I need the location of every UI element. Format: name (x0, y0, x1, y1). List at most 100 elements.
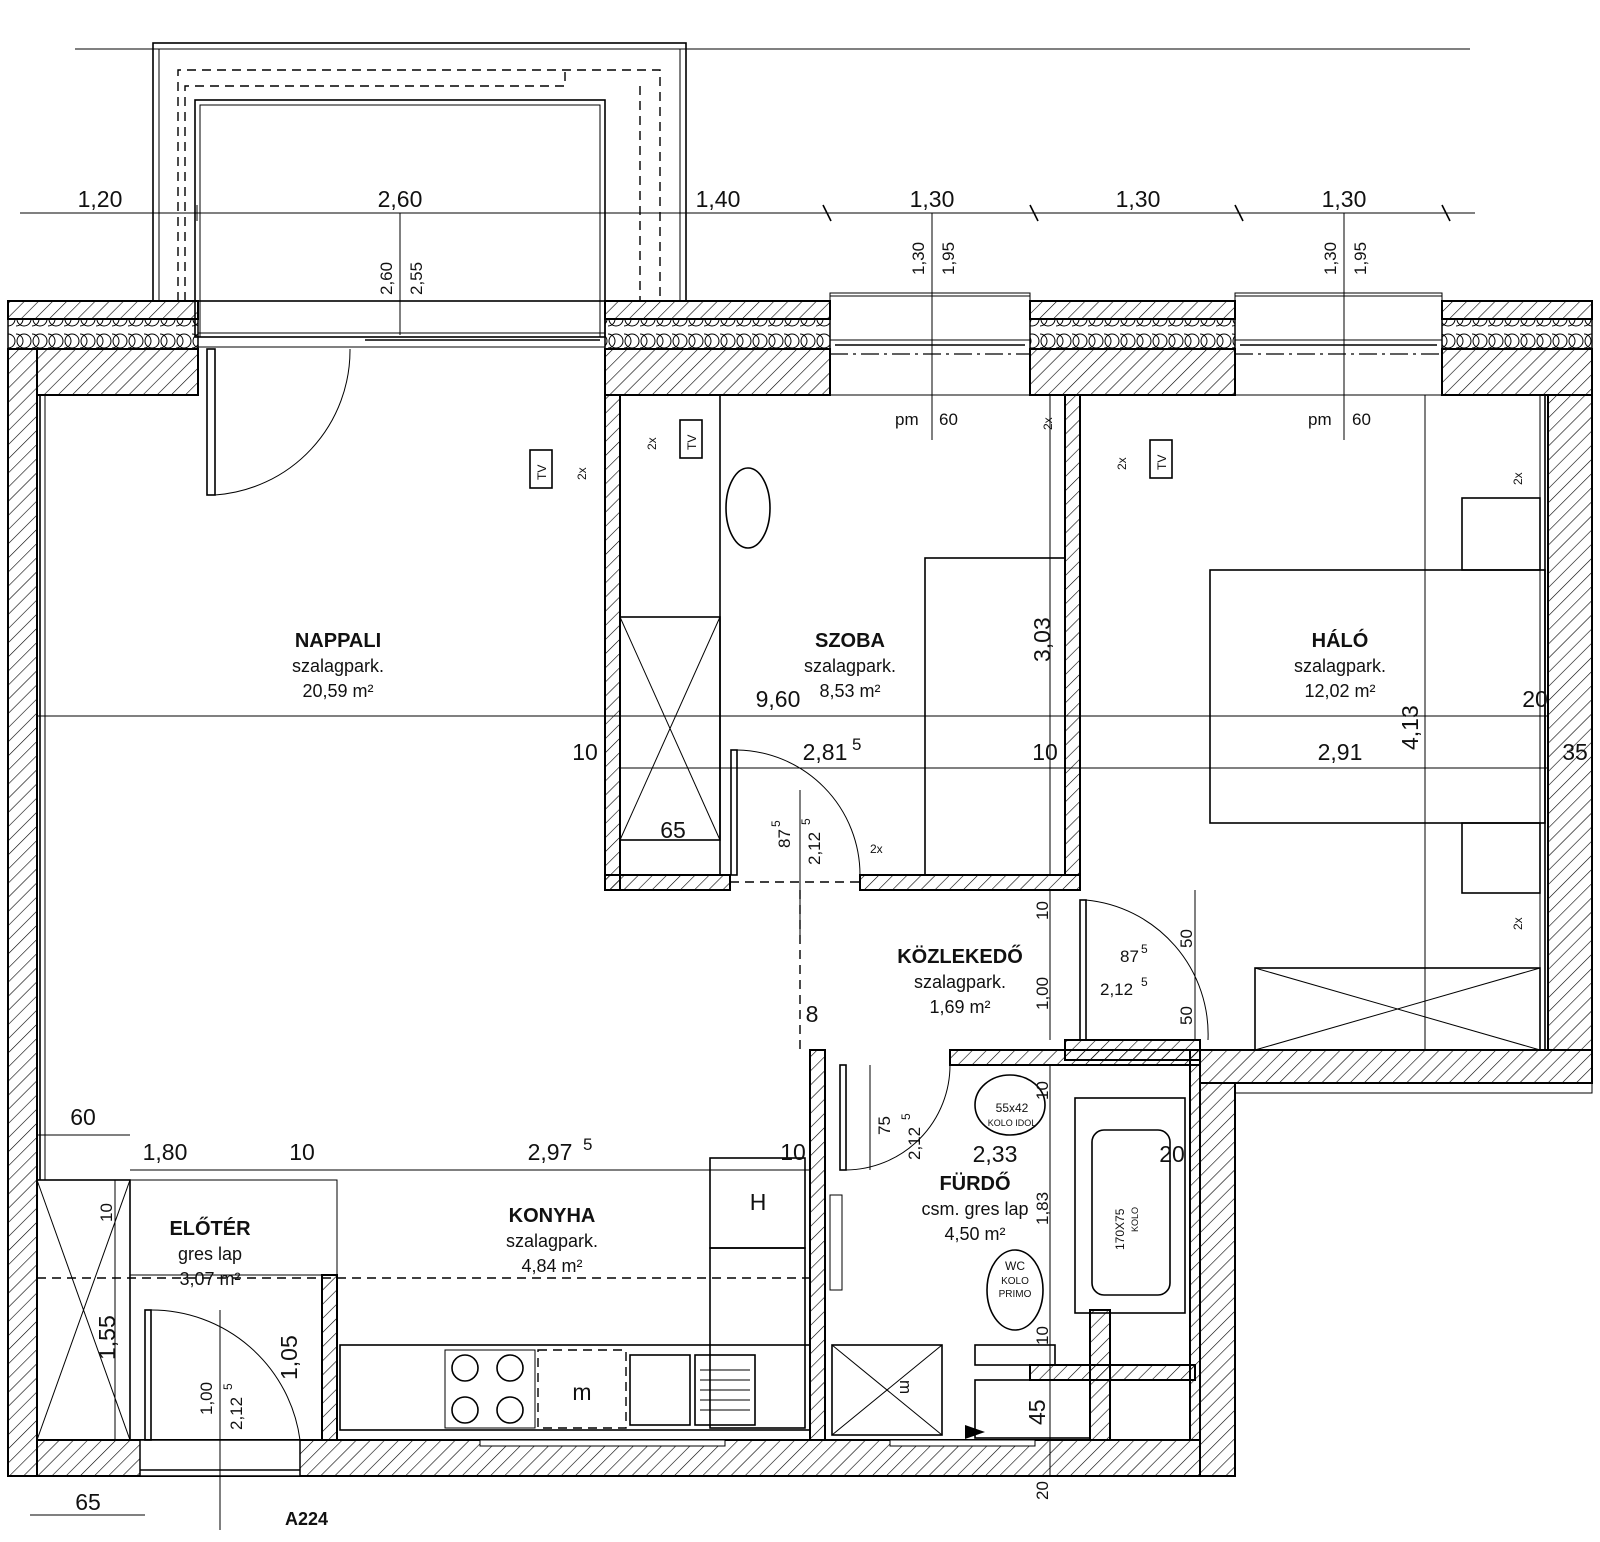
tub-size: 170X75 (1113, 1208, 1127, 1250)
dim-100b: 1,00 (197, 1382, 216, 1415)
dim-20b: 20 (1159, 1141, 1185, 1167)
socket-label-2: 2x (645, 437, 659, 450)
room-floor-nappali: szalagpark. (292, 656, 384, 676)
plan-code: A224 (285, 1509, 328, 1529)
interior-dim-lines (30, 395, 1548, 1530)
room-name-furdo: FÜRDŐ (939, 1172, 1010, 1195)
dim-10d: 10 (1033, 1081, 1052, 1100)
room-labels: NAPPALI szalagpark. 20,59 m² SZOBA szala… (169, 628, 1386, 1289)
dim-top-2: 2,60 (378, 186, 423, 212)
room-name-nappali: NAPPALI (295, 630, 381, 652)
dim-10e: 10 (1033, 1326, 1052, 1345)
dim-top-6: 1,30 (1322, 186, 1367, 212)
dim-10f: 10 (289, 1139, 315, 1165)
room-area-furdo: 4,50 m² (944, 1224, 1005, 1244)
room-floor-szoba: szalagpark. (804, 656, 896, 676)
dim-303: 3,03 (1029, 617, 1055, 662)
dim-10a: 10 (572, 739, 598, 765)
arrow-icon (965, 1425, 985, 1439)
dim-183: 1,83 (1033, 1192, 1052, 1225)
room-area-eloter: 3,07 m² (179, 1269, 240, 1289)
dim-10c: 10 (1033, 901, 1052, 920)
wc-label-2: KOLO (1001, 1276, 1029, 1287)
dim-291: 2,91 (1318, 739, 1363, 765)
socket-label-1: 2x (575, 467, 589, 480)
pm-label-1: pm (895, 410, 919, 429)
dim-w1-2: 1,95 (939, 242, 958, 275)
dim-50b: 50 (1177, 1006, 1196, 1025)
dim-2125b-sup: 5 (1141, 975, 1148, 989)
dim-35: 35 (1562, 739, 1588, 765)
dim-875a-sup: 5 (769, 820, 783, 827)
pm-value-1: 60 (939, 410, 958, 429)
room-floor-eloter: gres lap (178, 1244, 242, 1264)
pm-value-2: 60 (1352, 410, 1371, 429)
dimension-labels: 9,60 10 2,81 5 10 2,91 20 35 3,03 4,13 6… (70, 617, 1588, 1515)
dim-top-5: 1,30 (1116, 186, 1161, 212)
socket-label-6: 2x (1511, 472, 1525, 485)
dim-105: 1,05 (276, 1335, 302, 1380)
dim-281-sup: 5 (852, 735, 861, 754)
room-floor-konyha: szalagpark. (506, 1231, 598, 1251)
room-area-nappali: 20,59 m² (302, 681, 373, 701)
dim-875a: 87 (775, 829, 794, 848)
dim-2125b: 2,12 (1100, 980, 1133, 999)
dim-875b-sup: 5 (1141, 942, 1148, 956)
doors (144, 348, 1209, 1441)
dim-50a: 50 (1177, 929, 1196, 948)
sink-size: 55x42 (996, 1101, 1029, 1115)
dim-10b: 10 (1032, 739, 1058, 765)
dim-2975: 2,97 (528, 1139, 573, 1165)
furniture (36, 394, 1546, 1441)
dim-45: 45 (1024, 1399, 1050, 1425)
dim-top-3: 1,40 (696, 186, 741, 212)
dim-w2-1: 1,30 (1321, 242, 1340, 275)
top-dimension-line: 1,20 2,60 1,40 1,30 1,30 1,30 (20, 186, 1475, 222)
fixture-labels: TV 2x TV 2x TV 2x 2x 2x 2x 2x H m 55x42 … (529, 417, 1525, 1439)
room-area-konyha: 4,84 m² (521, 1256, 582, 1276)
dim-2975-sup: 5 (583, 1135, 592, 1154)
dim-20c: 20 (1033, 1481, 1052, 1500)
dim-75: 75 (875, 1116, 894, 1135)
dim-413: 4,13 (1397, 705, 1423, 750)
dim-2125d-sup: 5 (221, 1383, 235, 1390)
wc-label-1: WC (1005, 1259, 1025, 1273)
dim-875b: 87 (1120, 947, 1139, 966)
room-area-halo: 12,02 m² (1304, 681, 1375, 701)
socket-label-4: 2x (1041, 417, 1055, 430)
dim-top-4: 1,30 (910, 186, 955, 212)
dim-100a: 1,00 (1033, 977, 1052, 1010)
room-floor-furdo: csm. gres lap (921, 1199, 1028, 1219)
dim-65b: 65 (75, 1489, 101, 1515)
pm-label-2: pm (1308, 410, 1332, 429)
micro-label: m (572, 1379, 591, 1405)
dim-65a: 65 (660, 817, 686, 843)
dim-10h: 10 (97, 1203, 116, 1222)
dim-2125a-sup: 5 (799, 818, 813, 825)
exterior-wall-top (7, 292, 1593, 396)
hood-label: H (750, 1189, 767, 1215)
dim-2125a: 2,12 (805, 832, 824, 865)
tub-brand: KOLO (1130, 1207, 1140, 1232)
room-area-kozlekedo: 1,69 m² (929, 997, 990, 1017)
dim-top-1: 1,20 (78, 186, 123, 212)
dim-281: 2,81 (803, 739, 848, 765)
interior-walls (321, 394, 1201, 1441)
dim-2125c-sup: 5 (899, 1113, 913, 1120)
dim-2125d: 2,12 (227, 1397, 246, 1430)
room-name-szoba: SZOBA (815, 630, 885, 652)
room-name-kozlekedo: KÖZLEKEDŐ (897, 945, 1023, 968)
room-name-eloter: ELŐTÉR (169, 1217, 251, 1240)
dim-180: 1,80 (143, 1139, 188, 1165)
dim-60: 60 (70, 1104, 96, 1130)
dim-balcony-2: 2,55 (407, 262, 426, 295)
wc-label-3: PRIMO (999, 1289, 1032, 1300)
window-dims: 2,60 2,55 1,30 1,95 pm 60 1,30 1,95 pm 6… (377, 213, 1371, 440)
tv-label-1: TV (535, 465, 549, 480)
socket-label-3: 2x (1115, 457, 1129, 470)
room-name-halo: HÁLÓ (1312, 628, 1369, 652)
shower-label: m (896, 1380, 915, 1394)
socket-label-7: 2x (1511, 917, 1525, 930)
dim-8: 8 (806, 1001, 819, 1027)
